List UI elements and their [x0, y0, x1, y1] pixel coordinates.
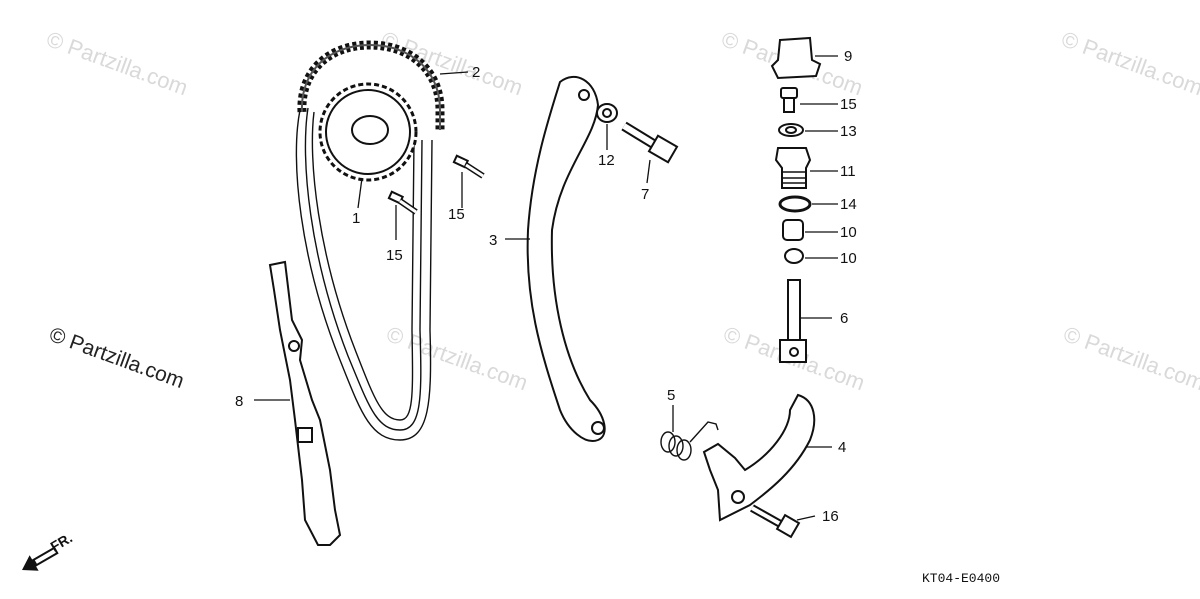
watermark-faint-5: © Partzilla.com [383, 321, 531, 395]
spring-5-drawing [660, 421, 719, 461]
watermark-faint-2: © Partzilla.com [378, 26, 526, 100]
cam-chain-guide-drawing [268, 260, 342, 546]
callout-15a: 15 [448, 206, 465, 223]
callout-labels: 1 2 3 4 5 6 7 8 9 10 10 11 12 13 14 15 1… [235, 48, 857, 525]
callout-7: 7 [641, 186, 649, 203]
washer-12-drawing [596, 103, 618, 123]
callout-15c: 15 [840, 96, 857, 113]
cam-sprocket-drawing [318, 82, 418, 182]
callout-11: 11 [840, 163, 856, 180]
callout-6: 6 [840, 310, 848, 327]
washer-13-drawing [778, 123, 804, 137]
cam-chain-drawing [295, 40, 445, 441]
callout-4: 4 [838, 439, 846, 456]
collar-10a-drawing [782, 219, 804, 241]
bolt-15-lower-drawing [387, 190, 418, 215]
leader-lines [254, 55, 838, 521]
arrow-icon [22, 546, 59, 571]
callout-3: 3 [489, 232, 497, 249]
bolt-11-drawing [774, 147, 812, 189]
callout-15b: 15 [386, 247, 403, 264]
collar-10b-drawing [784, 248, 804, 264]
bolt-16-drawing [750, 504, 801, 539]
callout-12: 12 [598, 152, 615, 169]
callout-16: 16 [822, 508, 839, 525]
watermark-group: © Partzilla.com © Partzilla.com © Partzi… [43, 26, 1200, 395]
pivot-shaft-6-drawing [779, 279, 807, 363]
cap-9-drawing [770, 36, 822, 80]
watermark-main: © Partzilla.com [46, 323, 187, 393]
watermark-faint-1: © Partzilla.com [43, 26, 191, 100]
callout-10a: 10 [840, 224, 857, 241]
diagram-code: KT04-E0400 [922, 571, 1000, 586]
tensioner-slipper-drawing [526, 76, 606, 442]
o-ring-14-drawing [778, 195, 812, 213]
bolt-15-upper-drawing [452, 154, 485, 179]
callout-10b: 10 [840, 250, 857, 267]
front-direction-indicator: FR. [22, 529, 75, 571]
callout-8: 8 [235, 393, 243, 410]
callout-13: 13 [840, 123, 857, 140]
watermark-faint-7: © Partzilla.com [1060, 321, 1200, 395]
callout-2: 2 [472, 64, 480, 81]
watermark-faint-4: © Partzilla.com [1058, 26, 1200, 100]
bolt-7-drawing [621, 121, 679, 164]
bolt-15-right-drawing [780, 87, 798, 113]
tensioner-arm-drawing [702, 393, 816, 522]
callout-9: 9 [844, 48, 852, 65]
callout-1: 1 [352, 210, 360, 227]
callout-5: 5 [667, 387, 675, 404]
callout-14: 14 [840, 196, 857, 213]
